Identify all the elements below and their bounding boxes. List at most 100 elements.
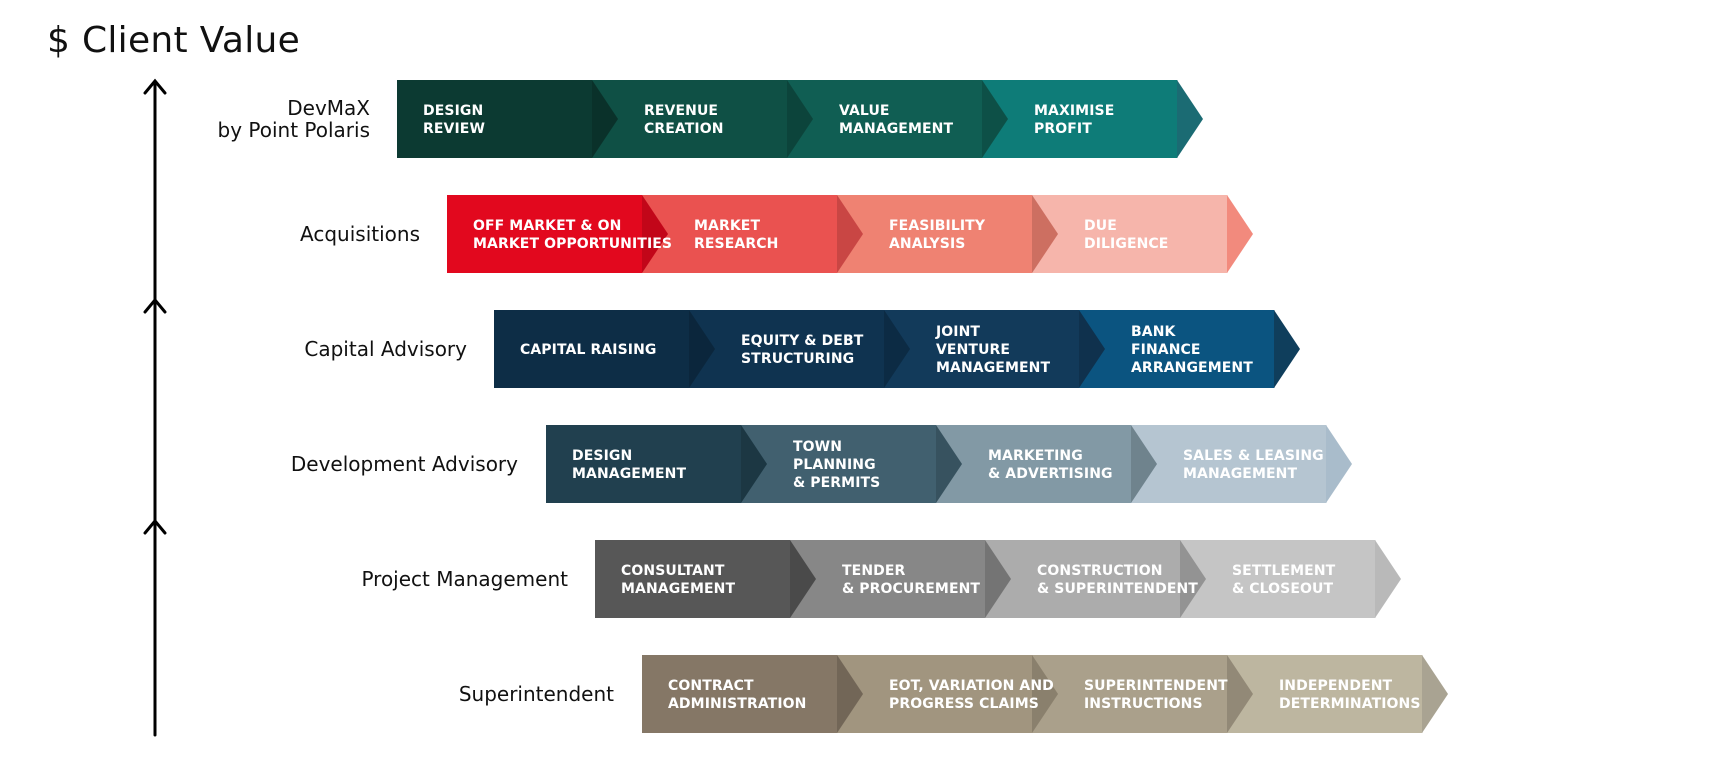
segment-label-line: EQUITY & DEBT [741, 333, 864, 349]
segment-chevron [985, 540, 1011, 618]
segment-label: CONSTRUCTION& SUPERINTENDENT [1037, 563, 1198, 597]
segment-block [1032, 195, 1228, 273]
segment-block [936, 425, 1132, 503]
segment-label-line: VENTURE [936, 342, 1010, 358]
segment-block [689, 310, 885, 388]
segment-label-line: MANAGEMENT [839, 121, 953, 137]
segment-label-line: MANAGEMENT [621, 581, 735, 597]
segment-label-line: CAPITAL RAISING [520, 342, 657, 358]
segment-chevron [790, 540, 816, 618]
segment-block [837, 195, 1033, 273]
row-label-line: DevMaX [287, 96, 370, 120]
segment-label-line: PROGRESS CLAIMS [889, 696, 1039, 712]
segment-chevron-shade [741, 425, 767, 503]
segment-chevron-shade [790, 540, 816, 618]
segment-block [741, 425, 937, 503]
segment-block [1079, 310, 1275, 388]
row-label-line: Superintendent [458, 682, 614, 706]
segment-label-line: CONSTRUCTION [1037, 563, 1163, 579]
row-arrow-tip [1227, 195, 1253, 273]
segment-label-line: DILIGENCE [1084, 236, 1168, 252]
row-label: Capital Advisory [304, 338, 467, 360]
page-title: $ Client Value [47, 20, 301, 61]
axis-arrow-icon [143, 518, 167, 535]
segment-chevron-shade [837, 195, 863, 273]
segment-chevron-shade [1032, 655, 1058, 733]
segment-label-line: DESIGN [572, 448, 632, 464]
segment-label-line: SUPERINTENDENT [1084, 678, 1228, 694]
segment-label-line: MARKET OPPORTUNITIES [473, 236, 672, 252]
segment-block [1180, 540, 1376, 618]
segment-label-line: MAXIMISE [1034, 103, 1114, 119]
segment-label: TENDER& PROCUREMENT [842, 563, 980, 597]
segment-label-line: TENDER [842, 563, 906, 579]
segment-chevron [787, 80, 813, 158]
segment-chevron-shade [689, 310, 715, 388]
row-arrow-tip [1177, 80, 1203, 158]
segment-block [546, 425, 742, 503]
segment-block [790, 540, 986, 618]
axis-arrow-icon [143, 78, 167, 95]
segment-label: DESIGN REVIEW [423, 103, 485, 137]
segment-label-line: SALES & LEASING [1183, 448, 1324, 464]
segment-chevron [592, 80, 618, 158]
segment-label: DESIGN MANAGEMENT [572, 448, 686, 482]
segment-chevron [1180, 540, 1206, 618]
segment-block [837, 655, 1033, 733]
segment-chevron [936, 425, 962, 503]
segment-label-line: & ADVERTISING [988, 466, 1113, 482]
segment-block [397, 80, 593, 158]
axis-arrow-icon [143, 297, 167, 314]
segment-label-line: STRUCTURING [741, 351, 854, 367]
row-label-line: Project Management [361, 567, 568, 591]
segment-chevron-shade [592, 80, 618, 158]
segment-label-line: CONSULTANT [621, 563, 725, 579]
segment-label-line: REVIEW [423, 121, 485, 137]
row-label: Development Advisory [291, 453, 518, 475]
row-label-line: by Point Polaris [217, 118, 371, 142]
segment-block [642, 195, 838, 273]
segment-label-line: PLANNING [793, 457, 876, 473]
segment-label-line: TOWN [793, 439, 842, 455]
segment-label-line: MANAGEMENT [572, 466, 686, 482]
row-label: Project Management [361, 568, 568, 590]
row-arrow-tip [1274, 310, 1300, 388]
segment-label-line: ARRANGEMENT [1131, 360, 1253, 376]
segment-label-line: RESEARCH [694, 236, 778, 252]
segment-chevron-shade [1180, 540, 1206, 618]
segment-chevron-shade [982, 80, 1008, 158]
segment-block [595, 540, 791, 618]
segment-label-line: PROFIT [1034, 121, 1092, 137]
segment-block [1227, 655, 1423, 733]
segment-chevron-shade [884, 310, 910, 388]
segment-label: CONSULTANT MANAGEMENT [621, 563, 735, 597]
segment-block [787, 80, 983, 158]
segment-chevron [1131, 425, 1157, 503]
segment-chevron-shade [1079, 310, 1105, 388]
segment-block [447, 195, 643, 273]
segment-chevron [1227, 655, 1253, 733]
segment-label-line: FINANCE [1131, 342, 1201, 358]
segment-label-line: & CLOSEOUT [1232, 581, 1333, 597]
segment-label-line: MANAGEMENT [936, 360, 1050, 376]
segment-chevron [1032, 655, 1058, 733]
segment-chevron [837, 655, 863, 733]
segment-label-line: ADMINISTRATION [668, 696, 806, 712]
row-label-line: Capital Advisory [304, 337, 467, 361]
row-arrow-tip [1326, 425, 1352, 503]
segment-chevron [642, 195, 668, 273]
segment-label-line: DETERMINATIONS [1279, 696, 1421, 712]
segment-label-line: DESIGN [423, 103, 483, 119]
segment-label: MARKETING& ADVERTISING [988, 448, 1113, 482]
segment-label: SETTLEMENT& CLOSEOUT [1232, 563, 1336, 597]
